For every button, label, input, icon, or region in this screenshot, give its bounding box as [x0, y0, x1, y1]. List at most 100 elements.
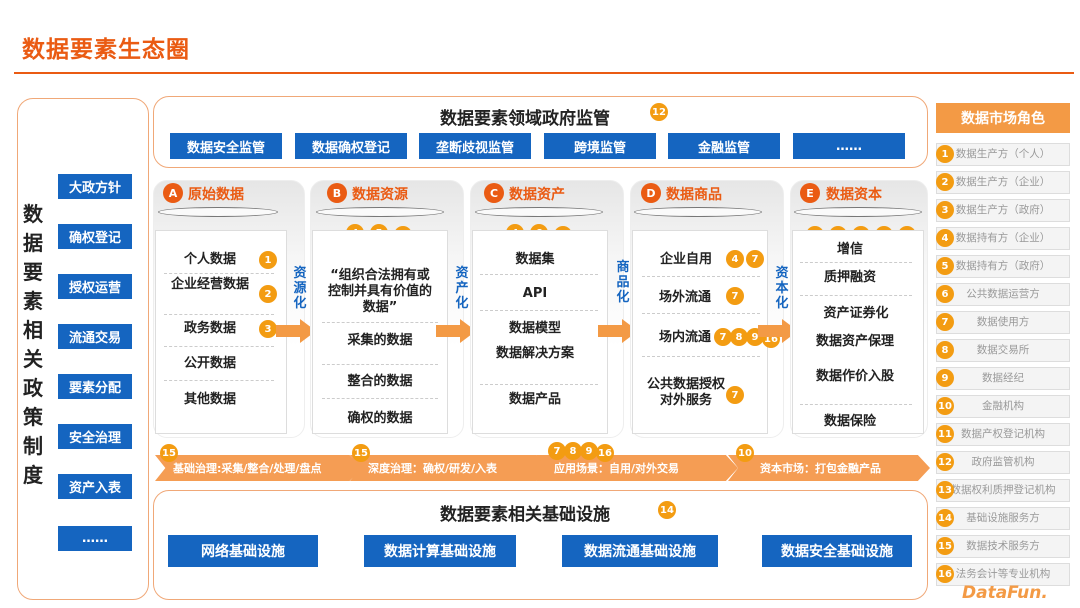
role-item: 数据持有方（企业）: [936, 227, 1070, 250]
policy-item: 大政方针: [58, 174, 132, 199]
gov-item: 数据确权登记: [295, 133, 407, 159]
role-item: 数据权利质押登记机构: [936, 479, 1070, 502]
policy-item: ……: [58, 526, 132, 551]
column-disc: [158, 207, 278, 217]
role-badge: 16: [936, 565, 954, 583]
item-divider: [164, 346, 274, 347]
role-badge: 15: [936, 537, 954, 555]
column-item: 采集的数据: [347, 333, 413, 348]
role-item: 数据交易所: [936, 339, 1070, 362]
column-disc: [634, 207, 762, 217]
role-badge: 9: [936, 369, 954, 387]
policy-title: 数据要素相关政策制度: [23, 202, 43, 487]
item-divider: [164, 380, 274, 381]
gov-item: ……: [793, 133, 905, 159]
column-letter: C: [484, 183, 504, 203]
title-divider: [14, 72, 1074, 74]
infra-title: 数据要素相关基础设施: [440, 505, 610, 525]
policy-item: 授权运营: [58, 274, 132, 299]
item-divider: [480, 384, 598, 385]
item-divider: [322, 322, 438, 323]
column-disc: [794, 207, 922, 217]
infra-item: 数据计算基础设施: [364, 535, 516, 567]
gov-item: 数据安全监管: [170, 133, 282, 159]
gov-item: 金融监管: [668, 133, 780, 159]
policy-item: 流通交易: [58, 324, 132, 349]
stage-badge: 15: [352, 444, 370, 462]
datafun-logo: DataFun.: [962, 583, 1048, 603]
stage-badge: 8: [564, 442, 582, 460]
stage-badge: 15: [160, 444, 178, 462]
role-badge: 13: [936, 481, 954, 499]
item-badge: 7: [726, 386, 744, 404]
role-item: 数据生产方（政府）: [936, 199, 1070, 222]
column-title: 原始数据: [188, 187, 244, 203]
role-item: 数据持有方（政府）: [936, 255, 1070, 278]
role-item: 数据产权登记机构: [936, 423, 1070, 446]
role-badge: 11: [936, 425, 954, 443]
role-item: 数据经纪: [936, 367, 1070, 390]
item-badge: 3: [259, 320, 277, 338]
column-item: 数据解决方案: [495, 346, 574, 361]
column-item: 场内流通: [658, 330, 711, 345]
item-divider: [642, 313, 760, 314]
role-item: 数据生产方（个人）: [936, 143, 1070, 166]
flow-label: 资本化: [775, 266, 789, 311]
role-badge: 5: [936, 257, 954, 275]
role-item: 金融机构: [936, 395, 1070, 418]
infra-badge: 14: [658, 501, 676, 519]
item-badge: 4: [726, 250, 744, 268]
item-badge: 7: [746, 250, 764, 268]
item-divider: [322, 398, 438, 399]
infra-item: 网络基础设施: [168, 535, 318, 567]
item-badge: 7: [714, 328, 732, 346]
column-title: 数据资本: [826, 187, 882, 203]
column-disc: [316, 207, 444, 217]
column-item: 企业自用: [659, 252, 712, 267]
role-item: 政府监管机构: [936, 451, 1070, 474]
item-divider: [322, 364, 438, 365]
column-disc: [475, 207, 603, 217]
column-title: 数据资源: [352, 187, 408, 203]
column-item: 整合的数据: [347, 374, 413, 389]
item-badge: 1: [259, 251, 277, 269]
role-badge: 8: [936, 341, 954, 359]
policy-item: 要素分配: [58, 374, 132, 399]
column-item: 政务数据: [183, 321, 236, 336]
stage-badge: 9: [580, 442, 598, 460]
item-divider: [480, 274, 598, 275]
role-item: 基础设施服务方: [936, 507, 1070, 530]
column-item: API: [522, 286, 548, 301]
gov-badge: 12: [650, 103, 668, 121]
column-item: 数据资产保理: [815, 334, 894, 349]
item-badge: 8: [730, 328, 748, 346]
stage-chevron: 深度治理：确权/研发/入表: [350, 455, 548, 481]
column-title: 数据商品: [666, 187, 722, 203]
column-item: 场外流通: [658, 290, 711, 305]
role-item: 公共数据运营方: [936, 283, 1070, 306]
column-inner: [792, 230, 924, 434]
page-title: 数据要素生态圈: [22, 37, 190, 63]
item-divider: [642, 356, 760, 357]
role-badge: 6: [936, 285, 954, 303]
column-item: 数据保险: [823, 414, 876, 429]
infra-item: 数据流通基础设施: [562, 535, 718, 567]
role-badge: 2: [936, 173, 954, 191]
item-divider: [480, 310, 598, 311]
column-item: 公共数据授权对外服务: [646, 377, 725, 408]
stage-chevron: 应用场景：自用/对外交易: [536, 455, 738, 481]
policy-item: 安全治理: [58, 424, 132, 449]
stage-badge: 7: [548, 442, 566, 460]
column-item: 公开数据: [183, 356, 236, 371]
gov-title: 数据要素领域政府监管: [440, 109, 610, 129]
item-divider: [800, 404, 912, 405]
roles-title: 数据市场角色: [936, 103, 1070, 133]
role-badge: 3: [936, 201, 954, 219]
item-divider: [800, 295, 912, 296]
column-item: 其他数据: [183, 392, 236, 407]
column-title: 数据资产: [509, 187, 565, 203]
item-badge: 7: [726, 287, 744, 305]
item-divider: [642, 276, 760, 277]
stage-chevron: 基础治理:采集/整合/处理/盘点: [155, 455, 362, 481]
flow-label: 资源化: [293, 266, 307, 311]
